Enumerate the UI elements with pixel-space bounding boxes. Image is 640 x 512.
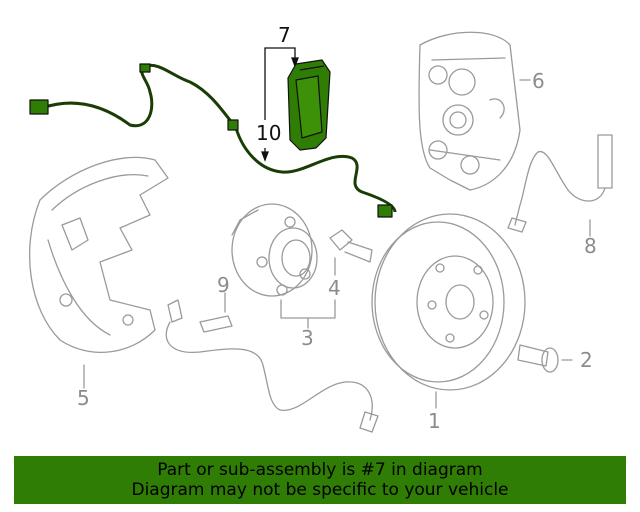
- callout-9: 9: [217, 273, 230, 297]
- callout-5: 5: [77, 386, 90, 410]
- sensor-harness-part-9: [165, 292, 379, 433]
- splash-shield-part-5: [29, 156, 169, 389]
- parts-diagram: 1 2 3 4 5 6 7 8 9 10: [29, 23, 613, 433]
- brake-hose-part-8: [507, 134, 613, 237]
- callout-4: 4: [328, 276, 341, 300]
- brake-caliper-part-6: [418, 31, 531, 191]
- wheel-stud-part-4: [329, 229, 373, 276]
- callout-1: 1: [428, 409, 441, 433]
- callout-8: 8: [584, 234, 597, 258]
- banner-line-disclaimer: Diagram may not be specific to your vehi…: [131, 480, 509, 500]
- callout-3: 3: [301, 326, 314, 350]
- callout-10: 10: [256, 121, 281, 145]
- callout-2: 2: [580, 348, 593, 372]
- bolt-part-2: [517, 344, 573, 373]
- brake-rotor-part-1: [371, 213, 526, 409]
- part-info-banner: Part or sub-assembly is #7 in diagram Di…: [14, 456, 626, 504]
- callout-6: 6: [532, 69, 545, 93]
- brake-pad-set-part-7: [287, 59, 331, 151]
- banner-line-part: Part or sub-assembly is #7 in diagram: [157, 460, 483, 480]
- wear-sensor-wire-part-10: [29, 63, 397, 218]
- callout-7: 7: [278, 23, 291, 47]
- wheel-hub-part-3: [231, 203, 336, 329]
